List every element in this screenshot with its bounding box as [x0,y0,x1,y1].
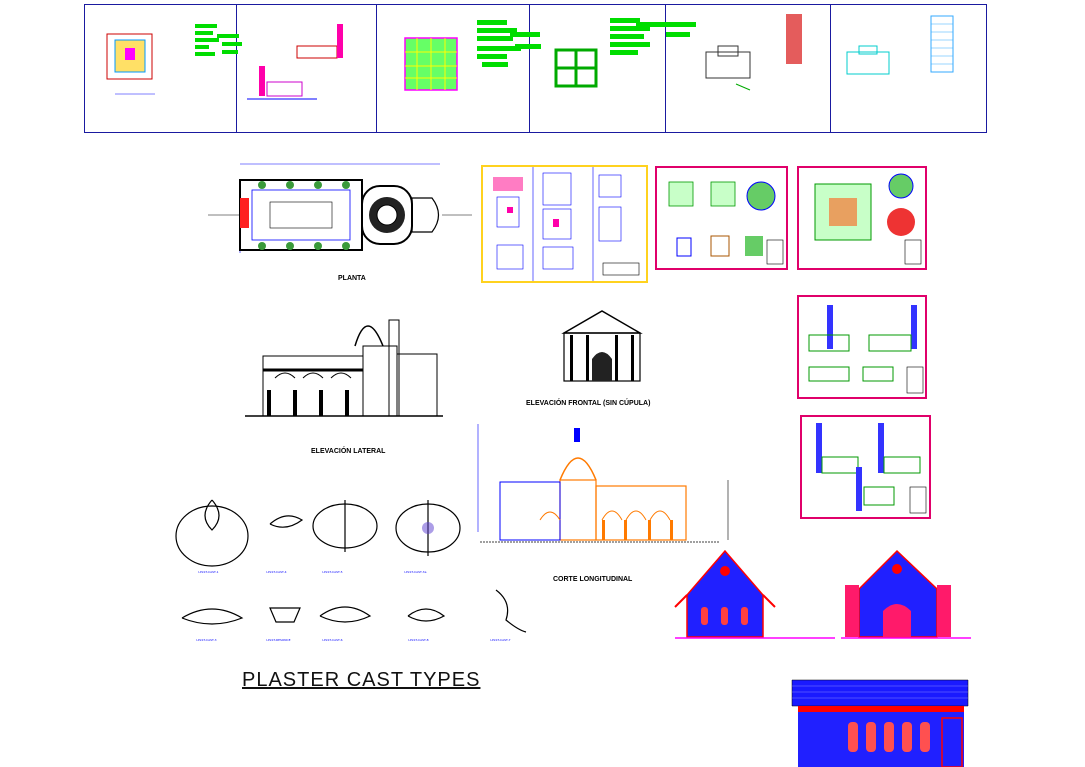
plan-thumbnail-3 [404,20,521,91]
top-sheet-5[interactable] [636,4,831,132]
sheet-elevations-b[interactable] [800,415,931,519]
elevation-thumbnail-6 [846,15,954,75]
sheet-plans-a-content [668,181,784,265]
front-elevation-drawing [561,310,643,382]
longitudinal-section-label: CORTE LONGITUDINAL [553,576,633,583]
planta-label: PLANTA [338,275,366,282]
cast-label-8: I-PLST-CAST-8 [408,638,429,642]
cast-label-5: I-PLST-CAST-3 [196,638,217,642]
construction-details [493,167,640,281]
top-sheet-3[interactable] [377,4,530,132]
cast-label-6: I-PLST-RESONCE [266,638,291,642]
planta-floor-plan [208,163,472,253]
sheet-elevations-a-content [808,305,924,394]
cast-label-4: I-PLST-CAST-3a [404,570,427,574]
sheet-plans-a[interactable] [655,166,788,270]
plan-thumbnail-1 [106,24,219,95]
chapel-side-elevation [791,679,969,767]
sheet-plans-b[interactable] [797,166,927,270]
chapel-elevations [674,549,971,639]
sheet-elevations-b-content [816,423,927,514]
top-sheet-1[interactable] [85,4,237,132]
plan-thumbnail-4 [510,18,650,88]
sheet-plans-b-content [814,173,922,265]
plan-thumbnail-5 [636,14,802,91]
top-sheet-4[interactable] [510,4,666,132]
cast-label-7: I-PLST-CAST-6 [322,638,343,642]
top-sheet-strip [84,4,987,133]
top-sheet-6[interactable] [831,4,987,132]
front-elevation-label: ELEVACIÓN FRONTAL (SIN CÚPULA) [526,400,651,407]
plaster-cast-types-title: PLASTER CAST TYPES [242,669,481,691]
top-sheet-2[interactable] [217,4,377,132]
detail-sheet-yellow[interactable] [481,165,648,283]
plaster-cast-ornaments [175,499,527,633]
side-elevation-label: ELEVACIÓN LATERAL [311,448,386,455]
cast-label-3: I-PLST-CAST-5 [322,570,343,574]
cast-label-9: I-PLST-CAST-7 [490,638,511,642]
side-elevation-drawing [245,319,443,417]
cast-label-1: I-PLST-CAST-1 [198,570,219,574]
longitudinal-section-drawing [477,424,729,543]
sheet-elevations-a[interactable] [797,295,927,399]
cast-label-2: I-PLST-CAST-4 [266,570,287,574]
elevation-thumbnail-2 [217,24,343,100]
